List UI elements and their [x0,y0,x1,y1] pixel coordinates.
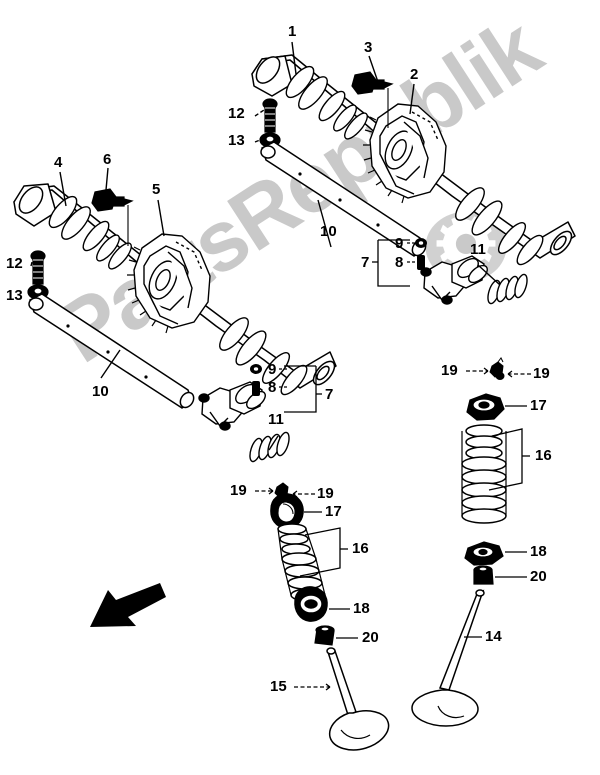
callout-1: 1 [288,23,297,40]
spring-retainer-right [466,393,505,421]
callout-9: 9 [395,235,404,252]
direction-arrow [90,583,166,627]
rocker-shaft-lower [28,293,195,409]
bolt-upper [262,98,278,133]
callout-14: 14 [485,628,502,645]
callout-10b: 10 [92,383,109,400]
callout-19b: 19 [533,365,550,382]
valve-right [411,589,485,727]
rocker-arm-upper [420,255,488,305]
callout-17b: 17 [325,503,342,520]
stem-seal-right [473,565,494,585]
bolt-sprocket-lower [91,188,134,246]
spring-seat-left [294,586,328,622]
leader-lines [29,41,501,451]
callout-8b: 8 [268,379,277,396]
bolt-sprocket-upper [351,71,394,128]
valve-assembly-left [255,482,390,751]
callout-18b: 18 [353,600,370,617]
bolt-lower [30,250,46,285]
callout-13b: 13 [6,287,23,304]
valve-spring-left [277,523,326,602]
callout-16b: 16 [352,540,369,557]
callout-12b: 12 [6,255,23,272]
callout-19c: 19 [230,482,247,499]
callout-9b: 9 [268,361,277,378]
callout-19d: 19 [317,485,334,502]
callout-7b: 7 [325,386,334,403]
callout-17: 17 [530,397,547,414]
callout-15: 15 [270,678,287,695]
bracket-7-lower [278,365,322,413]
callout-7: 7 [361,254,370,271]
lock-nut-upper [415,238,427,248]
cam-sprocket-upper [363,103,447,204]
rocker-arm-lower [198,381,266,431]
callout-4: 4 [54,154,63,171]
bracket-7-upper [372,239,416,287]
callout-19a: 19 [441,362,458,379]
bracket-16-right [488,428,530,491]
callout-11b: 11 [268,411,284,428]
callout-18: 18 [530,543,547,560]
cam-sprocket-lower [127,233,211,334]
rocker-spring-upper [487,273,528,305]
bracket-16-left [299,527,348,577]
callout-6: 6 [103,151,112,168]
callout-12: 12 [228,105,245,122]
callout-2: 2 [410,66,419,83]
spring-seat-right [464,541,504,566]
callout-3: 3 [364,39,373,56]
callout-5: 5 [152,181,161,198]
callout-8: 8 [395,254,404,271]
callout-11: 11 [470,241,486,258]
callout-16: 16 [535,447,552,464]
callout-20b: 20 [362,629,379,646]
valve-left [326,647,390,751]
callout-20: 20 [530,568,547,585]
stem-seal-left [314,625,335,646]
valve-assembly-right [411,357,531,727]
rocker-spring-lower [249,431,290,463]
adjusting-screw-upper [417,255,425,270]
valve-spring-right [461,424,507,524]
callout-10: 10 [320,223,337,240]
adjusting-screw-lower [252,381,260,396]
spring-retainer-left [270,493,304,529]
lock-nut-lower [250,364,262,374]
callout-13: 13 [228,132,245,149]
